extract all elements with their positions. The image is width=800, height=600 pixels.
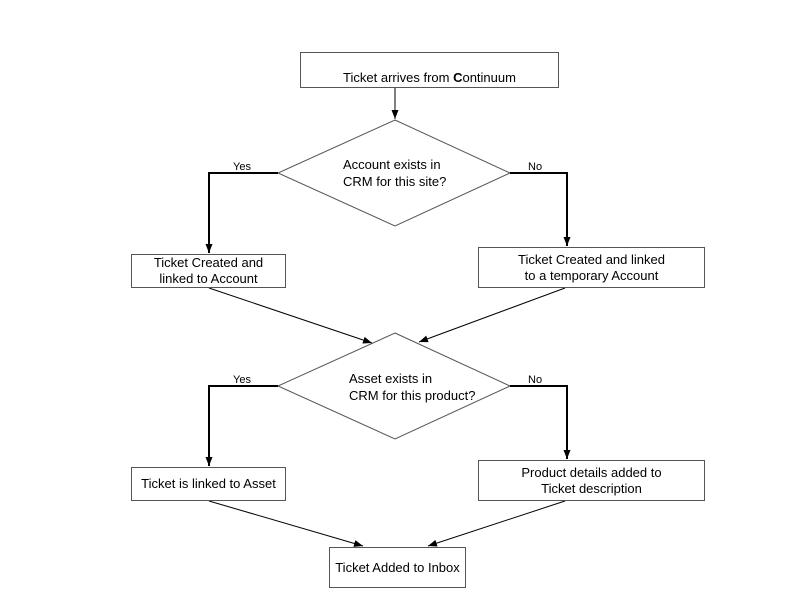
ticket-linked-asset-node: Ticket is linked to Asset — [131, 467, 286, 501]
product-details-node: Product details added to Ticket descript… — [478, 460, 705, 501]
edge-label-account-no: No — [528, 161, 543, 173]
connector-account-no — [510, 172, 571, 246]
decision-diamond-account — [276, 119, 512, 227]
ticket-linked-asset-label: Ticket is linked to Asset — [141, 476, 276, 491]
connector-linked-asset-to-end — [208, 500, 364, 547]
ticket-linked-account-label: Ticket Created and linked to Account — [153, 255, 264, 286]
connector-linked-account-to-asset-decision — [208, 287, 373, 344]
product-details-label: Product details added to Ticket descript… — [521, 464, 662, 496]
end-node-label: Ticket Added to Inbox — [335, 559, 460, 575]
connector-account-yes — [205, 172, 278, 253]
ticket-temp-account-label: Ticket Created and linked to a temporary… — [518, 251, 665, 283]
connector-asset-yes — [205, 385, 278, 466]
ticket-linked-account-node: Ticket Created and linked to Account — [131, 254, 286, 288]
connector-asset-no — [510, 385, 571, 459]
start-node-prefix: Ticket arrives from — [343, 70, 454, 85]
end-node: Ticket Added to Inbox — [329, 547, 466, 588]
connector-temp-account-to-asset-decision — [418, 287, 566, 343]
decision-asset-label: Asset exists in CRM for this product? — [349, 371, 476, 403]
connector-product-details-to-end — [427, 500, 566, 547]
ticket-temp-account-node: Ticket Created and linked to a temporary… — [478, 247, 705, 288]
decision-account-label: Account exists in CRM for this site? — [343, 157, 447, 189]
start-node-brand-rest: ontinuum — [462, 70, 516, 85]
decision-diamond-asset — [276, 332, 512, 440]
edge-label-asset-yes: Yes — [233, 374, 251, 386]
start-node: Ticket arrives from Continuum — [300, 52, 559, 88]
edge-label-asset-no: No — [528, 374, 543, 386]
edge-label-account-yes: Yes — [233, 161, 251, 173]
start-node-brand-initial: C — [453, 70, 463, 85]
